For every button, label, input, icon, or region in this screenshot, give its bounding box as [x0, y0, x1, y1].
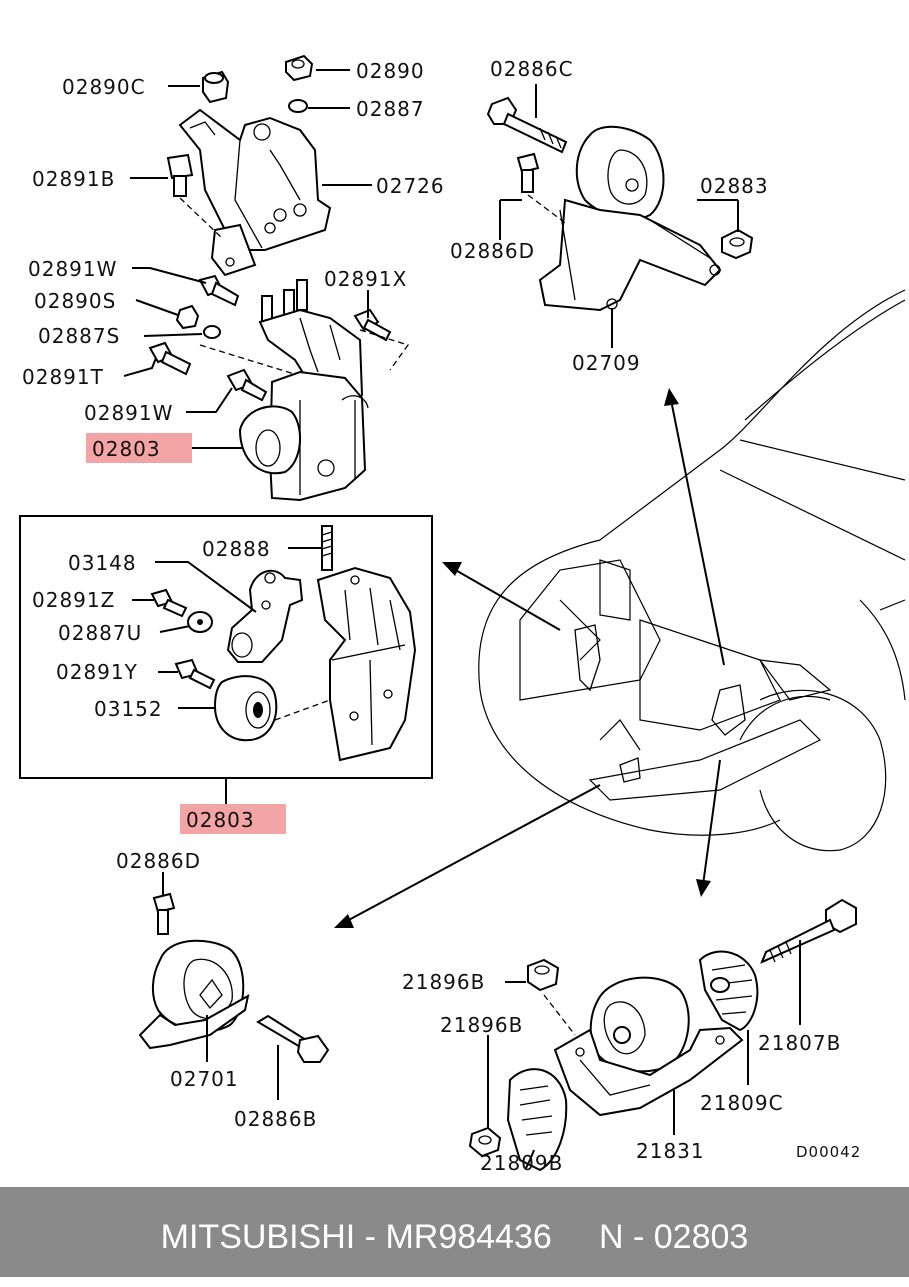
label-02891Z: 02891Z — [32, 588, 115, 612]
label-02701: 02701 — [170, 1067, 239, 1091]
label-02887S: 02887S — [38, 324, 120, 348]
direction-arrows — [334, 388, 725, 928]
label-02891B: 02891B — [32, 167, 115, 191]
label-02726: 02726 — [376, 174, 445, 198]
vehicle-outline — [478, 289, 906, 852]
label-02803-box: 02803 — [186, 808, 255, 832]
drawing-code: D00042 — [796, 1143, 861, 1161]
label-21896B-a: 21896B — [402, 970, 485, 994]
label-02891Y: 02891Y — [56, 660, 138, 684]
part-labels: 02890C 02890 02887 02886C 02891B 02726 0… — [22, 57, 861, 1175]
label-02891T: 02891T — [22, 365, 104, 389]
lower-right-mount-group — [468, 898, 857, 1172]
label-02890S: 02890S — [34, 289, 116, 313]
label-21809B: 21809B — [480, 1151, 563, 1175]
label-02709: 02709 — [572, 351, 641, 375]
label-21831: 21831 — [636, 1139, 705, 1163]
label-03148: 03148 — [68, 551, 137, 575]
label-02803-top: 02803 — [92, 437, 161, 461]
label-02887: 02887 — [356, 97, 425, 121]
diagram-canvas: 02890C 02890 02887 02886C 02891B 02726 0… — [19, 54, 906, 1175]
highlight-02803-top — [86, 433, 192, 463]
lower-left-mount-group — [138, 892, 330, 1063]
label-21809C: 21809C — [700, 1091, 784, 1115]
label-21896B-b: 21896B — [440, 1013, 523, 1037]
label-02890: 02890 — [356, 59, 425, 83]
footer-bar: MITSUBISHI - MR984436 N - 02803 — [0, 1187, 909, 1277]
label-02887U: 02887U — [58, 621, 142, 645]
label-02886C: 02886C — [490, 57, 574, 81]
leader-lines — [123, 69, 801, 1169]
label-02886D-top: 02886D — [450, 239, 535, 263]
label-02886D-bottom: 02886D — [116, 849, 201, 873]
label-03152: 03152 — [94, 697, 163, 721]
label-02890C: 02890C — [62, 75, 146, 99]
label-02891X: 02891X — [324, 267, 407, 291]
upper-left-bracket-group — [166, 54, 754, 277]
footer-caption: MITSUBISHI - MR984436 N - 02803 — [160, 1218, 749, 1256]
label-21807B: 21807B — [758, 1031, 841, 1055]
label-02891W-b: 02891W — [84, 401, 173, 425]
label-02888: 02888 — [202, 537, 271, 561]
label-02891W-a: 02891W — [28, 257, 117, 281]
label-02883: 02883 — [700, 174, 769, 198]
detail-box-parts — [150, 525, 417, 762]
highlight-02803-box — [180, 804, 286, 834]
upper-right-mount-group — [486, 96, 722, 312]
mid-left-mount-group — [148, 274, 410, 502]
label-02886B: 02886B — [234, 1107, 317, 1131]
